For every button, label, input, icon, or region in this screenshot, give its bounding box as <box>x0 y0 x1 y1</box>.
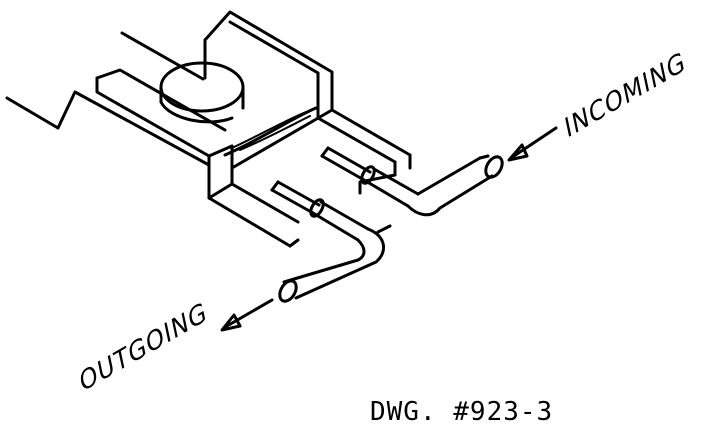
incoming-arrow <box>507 126 558 162</box>
set-screw <box>159 61 318 157</box>
outgoing-label: OUTGOING <box>77 296 210 399</box>
outgoing-arrow <box>220 298 274 332</box>
terminal-lug <box>5 10 412 248</box>
drawing-number: DWG. #923-3 <box>370 397 553 427</box>
incoming-label: INCOMING <box>562 46 688 145</box>
incoming-wire <box>320 146 504 217</box>
outgoing-wire <box>270 180 385 303</box>
